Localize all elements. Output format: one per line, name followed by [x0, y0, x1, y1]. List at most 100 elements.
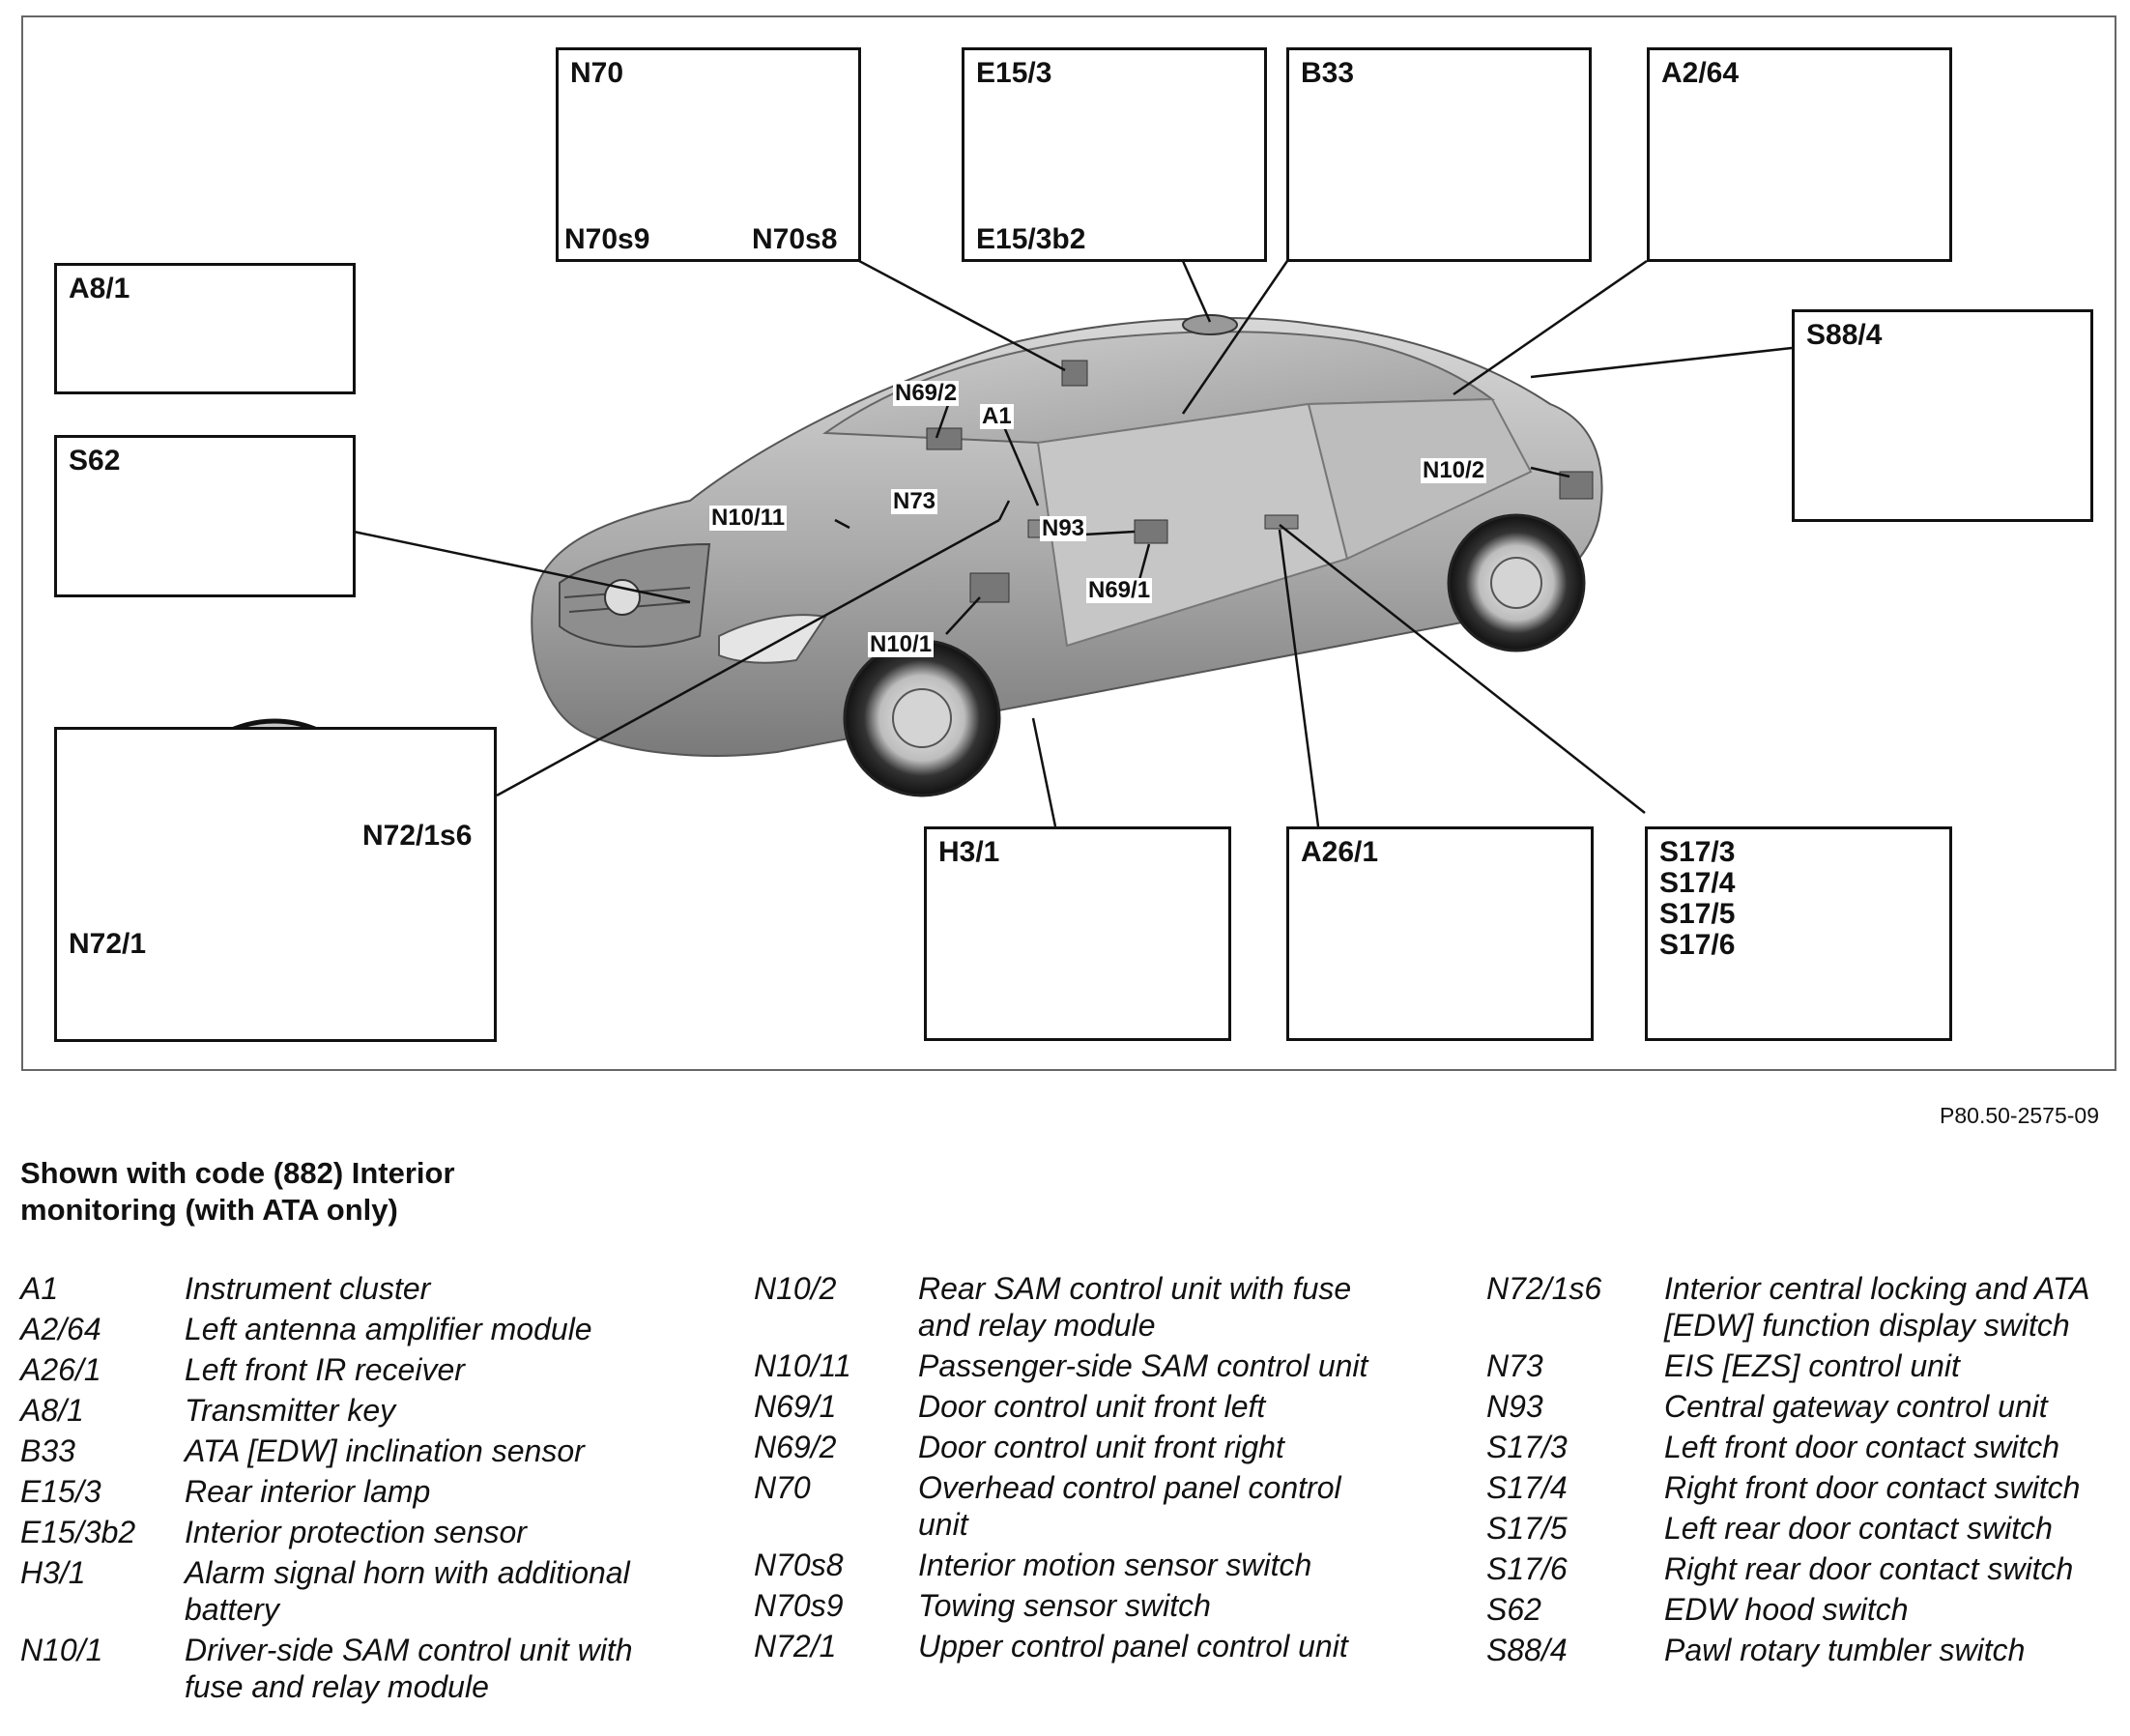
legend-description: Left front IR receiver [185, 1352, 465, 1387]
legend-code: B33 [20, 1433, 75, 1468]
legend-item: N93 Central gateway control unit [1486, 1388, 2115, 1425]
callout-n72-1: N72/1 N72/1s6 [54, 727, 497, 1042]
legend-description: Rear interior lamp [185, 1474, 431, 1509]
callout-n72-1-title: N72/1 [69, 928, 147, 960]
legend-description: Upper control panel control unit [918, 1629, 1348, 1664]
leader-lines [353, 259, 1793, 827]
callout-n70: N70 N70s9 N70s8 [556, 47, 861, 262]
callout-n70-right: N70s8 [752, 223, 838, 255]
car-label-n73: N73 [891, 488, 938, 514]
callout-a2-64: A2/64 [1647, 47, 1952, 262]
legend-code: N73 [1486, 1348, 1543, 1383]
legend-description: ATA [EDW] inclination sensor [185, 1433, 585, 1468]
legend-description: Interior motion sensor switch [918, 1548, 1312, 1582]
legend-item: N70s9 Towing sensor switch [754, 1587, 1392, 1624]
legend-code: N69/2 [754, 1430, 837, 1464]
legend-code: N70s9 [754, 1588, 844, 1623]
component-diagram: N70 N70s9 N70s8 E15/3 E15/3b2 B33 A2/64 … [21, 15, 2116, 1071]
legend-item: N10/11 Passenger-side SAM control unit [754, 1347, 1392, 1384]
legend-description: Instrument cluster [185, 1271, 431, 1306]
legend-item: N70 Overhead control panel control unit [754, 1469, 1392, 1543]
car-label-n93: N93 [1040, 515, 1087, 541]
legend-heading: Shown with code (882) Interior monitorin… [20, 1156, 455, 1227]
car-label-n69-1: N69/1 [1086, 577, 1153, 603]
car-label-n10-11: N10/11 [709, 505, 788, 531]
legend-description: Interior protection sensor [185, 1515, 527, 1549]
legend-description: Pawl rotary tumbler switch [1664, 1633, 2026, 1667]
legend-code: A2/64 [20, 1312, 101, 1346]
legend-code: N72/1s6 [1486, 1271, 1602, 1306]
legend-item: A26/1 Left front IR receiver [20, 1351, 658, 1388]
legend-description: Overhead control panel control unit [918, 1470, 1341, 1542]
callout-b33: B33 [1286, 47, 1592, 262]
legend-item: N69/1 Door control unit front left [754, 1388, 1392, 1425]
legend-code: S17/6 [1486, 1551, 1568, 1586]
callout-a8-1-title: A8/1 [69, 273, 130, 304]
legend-description: Door control unit front left [918, 1389, 1266, 1424]
callout-s88-4: S88/4 [1792, 309, 2093, 522]
callout-n70-left: N70s9 [564, 223, 650, 255]
legend-code: N69/1 [754, 1389, 837, 1424]
figure-id: P80.50-2575-09 [1940, 1103, 2099, 1128]
legend-code: S17/5 [1486, 1511, 1568, 1546]
callout-a8-1: A8/1 [54, 263, 356, 394]
legend-description: Left antenna amplifier module [185, 1312, 592, 1346]
legend-code: E15/3 [20, 1474, 101, 1509]
callout-n70-title: N70 [570, 57, 624, 89]
legend-code: A1 [20, 1271, 59, 1306]
callout-s17-titles: S17/3 S17/4 S17/5 S17/6 [1659, 836, 1736, 961]
legend-code: S17/4 [1486, 1470, 1568, 1505]
callout-e15-3: E15/3 E15/3b2 [962, 47, 1267, 262]
callout-s62-title: S62 [69, 445, 121, 477]
legend-item: N72/1 Upper control panel control unit [754, 1628, 1392, 1664]
legend-description: Right front door contact switch [1664, 1470, 2081, 1505]
legend-item: N72/1s6 Interior central locking and ATA … [1486, 1270, 2115, 1344]
legend-description: Rear SAM control unit with fuse and rela… [918, 1271, 1352, 1343]
legend-column-2: N10/2 Rear SAM control unit with fuse and… [754, 1270, 1392, 1668]
legend-code: A26/1 [20, 1352, 101, 1387]
legend-item: N10/2 Rear SAM control unit with fuse and… [754, 1270, 1392, 1344]
car-illustration [531, 314, 1603, 797]
legend-description: Passenger-side SAM control unit [918, 1348, 1368, 1383]
legend-item: B33 ATA [EDW] inclination sensor [20, 1432, 658, 1469]
callout-h3-1: H3/1 [924, 826, 1231, 1041]
legend-description: Central gateway control unit [1664, 1389, 2048, 1424]
car-label-n10-2: N10/2 [1421, 457, 1487, 483]
legend-code: N10/1 [20, 1633, 103, 1667]
callout-s62: S62 [54, 435, 356, 597]
callout-s17: S17/3 S17/4 S17/5 S17/6 [1645, 826, 1952, 1041]
legend-item: N10/1 Driver-side SAM control unit with f… [20, 1632, 658, 1705]
callout-b33-title: B33 [1301, 57, 1355, 89]
legend-description: EDW hood switch [1664, 1592, 1909, 1627]
legend-item: E15/3 Rear interior lamp [20, 1473, 658, 1510]
car-label-n69-2: N69/2 [893, 380, 960, 406]
legend-code: N10/2 [754, 1271, 837, 1306]
legend-code: N72/1 [754, 1629, 837, 1664]
legend-description: Alarm signal horn with additional batter… [185, 1555, 630, 1627]
legend-description: Interior central locking and ATA [EDW] f… [1664, 1271, 2089, 1343]
callout-s88-4-title: S88/4 [1806, 319, 1883, 351]
legend-code: N10/11 [754, 1348, 851, 1383]
legend-column-3: N72/1s6 Interior central locking and ATA … [1486, 1270, 2115, 1672]
legend-code: S88/4 [1486, 1633, 1568, 1667]
legend-code: A8/1 [20, 1393, 84, 1428]
legend-description: Towing sensor switch [918, 1588, 1211, 1623]
legend-description: Driver-side SAM control unit with fuse a… [185, 1633, 633, 1704]
legend-code: S17/3 [1486, 1430, 1568, 1464]
legend-description: Transmitter key [185, 1393, 396, 1428]
car-label-n10-1: N10/1 [868, 631, 935, 657]
callout-a2-64-title: A2/64 [1661, 57, 1740, 89]
legend-code: N93 [1486, 1389, 1543, 1424]
legend-code: N70 [754, 1470, 811, 1505]
callout-a26-1-title: A26/1 [1301, 836, 1379, 868]
legend-description: Left front door contact switch [1664, 1430, 2060, 1464]
legend-item: A2/64 Left antenna amplifier module [20, 1311, 658, 1347]
legend-description: EIS [EZS] control unit [1664, 1348, 1960, 1383]
